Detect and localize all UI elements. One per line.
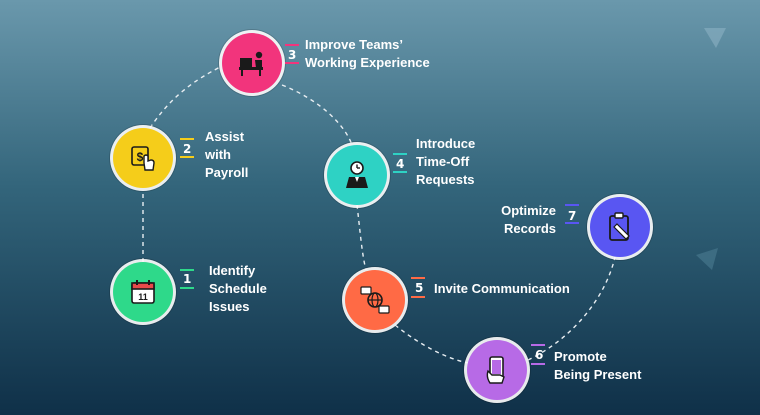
- step-1-tick: [180, 269, 194, 271]
- clipboard-icon: [609, 212, 630, 241]
- connector-5-6: [394, 324, 469, 364]
- step-1-label-line-2: Schedule: [209, 281, 267, 296]
- step-2-tick: [180, 138, 194, 140]
- step-6-label-line-2: Being Present: [554, 367, 642, 382]
- step-1-label: Identify Schedule Issues: [209, 262, 267, 316]
- step-1-label-line-3: Issues: [209, 299, 250, 314]
- step-2-tick-bottom: [180, 156, 194, 158]
- svg-text:$: $: [137, 150, 144, 164]
- step-4-node: [327, 145, 387, 205]
- connector-3-4: [281, 84, 353, 146]
- step-7-number: 7: [568, 209, 577, 223]
- step-5-tick: [411, 277, 425, 279]
- step-4-tick-bottom: [393, 171, 407, 173]
- step-4-label-line-3: Requests: [416, 172, 475, 187]
- step-2-label-line-2: with: [205, 147, 231, 162]
- step-2-label-line-1: Assist: [205, 129, 245, 144]
- step-3-label: Improve Teams’ Working Experience: [305, 36, 430, 72]
- step-7-tick-bottom: [565, 222, 579, 224]
- step-4-number: 4: [396, 157, 405, 171]
- person-clock-icon: [346, 161, 368, 188]
- connector-2-3: [149, 65, 223, 129]
- step-6-label: Promote Being Present: [554, 348, 641, 384]
- step-6-number: 6: [535, 348, 544, 362]
- step-2-number: 2: [183, 142, 192, 156]
- phone-hand-icon: [486, 356, 505, 384]
- step-1-number: 1: [183, 272, 192, 286]
- step-7-node: [590, 197, 650, 257]
- step-3-number: 3: [288, 48, 297, 62]
- step-3-label-line-2: Working Experience: [305, 55, 430, 70]
- step-6-label-line-1: Promote: [554, 349, 607, 364]
- step-5-number: 5: [415, 281, 424, 295]
- step-1-tick-bottom: [180, 287, 194, 289]
- step-7-tick: [565, 204, 579, 206]
- payroll-hand-icon: $: [131, 146, 155, 171]
- step-3-tick: [285, 44, 299, 46]
- step-5-label-line-1: Invite Communication: [434, 281, 570, 296]
- step-7-label: Optimize Records: [496, 202, 556, 238]
- step-6-tick: [531, 344, 545, 346]
- step-4-label-line-2: Time-Off: [416, 154, 470, 169]
- step-3-node: [222, 33, 282, 93]
- person-at-desk-icon: [239, 51, 263, 76]
- step-4-label-line-1: Introduce: [416, 136, 476, 151]
- step-4-label: Introduce Time-Off Requests: [416, 135, 475, 189]
- step-6-tick-bottom: [531, 363, 545, 365]
- step-2-label: Assist with Payroll: [205, 128, 248, 182]
- step-1-label-line-1: Identify: [209, 263, 256, 278]
- triangle-decoration-top: [704, 28, 726, 48]
- step-4-tick: [393, 153, 407, 155]
- step-3-label-line-1: Improve Teams’: [305, 37, 404, 52]
- step-2-label-line-3: Payroll: [205, 165, 249, 180]
- step-5-node: [345, 270, 405, 330]
- step-7-label-line-2: Records: [503, 221, 556, 236]
- step-5-label: Invite Communication: [434, 280, 570, 298]
- step-2-node: $: [113, 128, 173, 188]
- step-6-node: [467, 340, 527, 400]
- globe-chat-icon: [360, 286, 390, 314]
- step-7-label-line-1: Optimize: [501, 203, 556, 218]
- step-3-tick-bottom: [285, 62, 299, 64]
- triangle-decoration-right: [696, 248, 718, 270]
- step-1-node: 11: [113, 262, 173, 322]
- calendar-day: 11: [138, 292, 148, 302]
- step-5-tick-bottom: [411, 296, 425, 298]
- calendar-icon: 11: [131, 280, 155, 304]
- connector-4-5: [356, 204, 367, 271]
